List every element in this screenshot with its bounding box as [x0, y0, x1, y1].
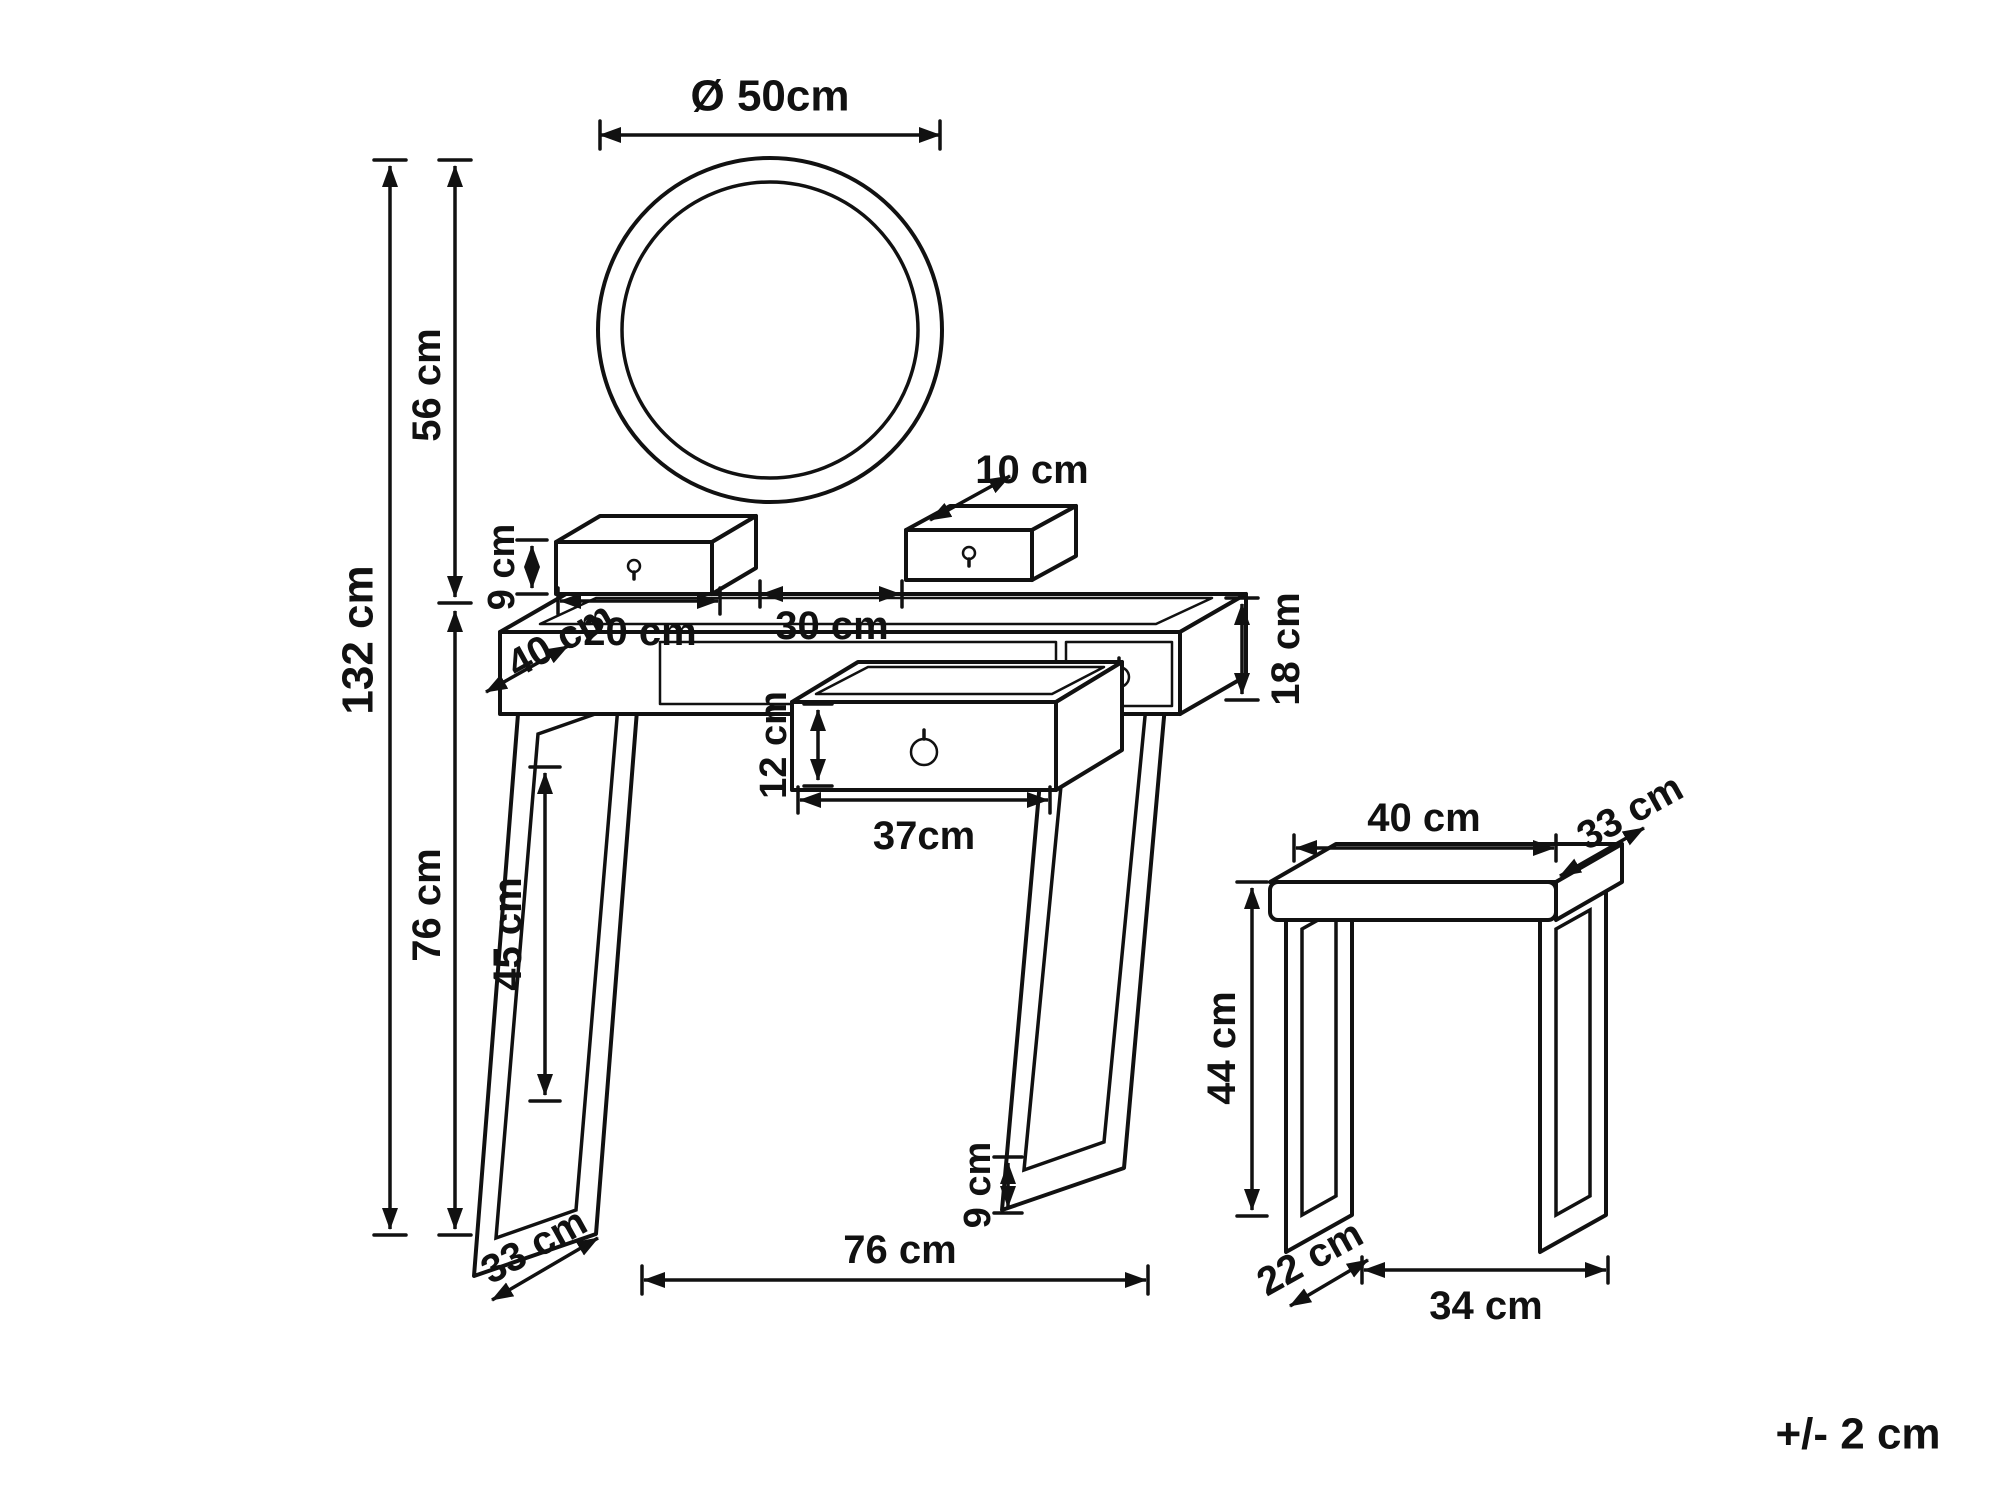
label-leg-clear-height: 45 cm: [486, 877, 530, 990]
dim-line-base-depth: [491, 1236, 599, 1302]
label-stool-height: 44 cm: [1200, 991, 1244, 1104]
left-top-box-front: [554, 540, 714, 596]
label-apron-height: 18 cm: [1264, 592, 1308, 705]
dim-line-table-depth: [485, 644, 569, 694]
label-top-box-depth: 10 cm: [975, 448, 1088, 492]
label-base-width: 76 cm: [843, 1228, 956, 1272]
label-mirror-gap: 30 cm: [775, 604, 888, 648]
dim-line-stool-base-depth: [1289, 1258, 1369, 1308]
right-top-box-side: [1030, 504, 1078, 582]
open-drawer-inner: [814, 665, 1106, 696]
stool-seat-front: [1268, 880, 1558, 922]
label-stool-base-width: 34 cm: [1429, 1284, 1542, 1328]
label-left-box-width: 20 cm: [583, 610, 696, 654]
open-drawer-side: [1054, 660, 1124, 792]
label-base-rail-height: 9 cm: [957, 1142, 999, 1229]
label-stool-seat-depth: 33 cm: [1570, 765, 1691, 858]
left-top-box-side: [710, 514, 758, 596]
right-top-box-front: [904, 528, 1034, 582]
label-mirror-section-height: 56 cm: [405, 328, 449, 441]
stool-left-leg-frame-inner: [1300, 907, 1338, 1218]
label-drawer-width: 37cm: [873, 814, 975, 858]
label-top-box-height: 9 cm: [481, 524, 523, 611]
label-drawer-height: 12 cm: [753, 691, 795, 799]
dim-line-stool-seat-depth: [1559, 826, 1645, 878]
stool-right-leg-frame-inner: [1554, 907, 1592, 1218]
label-stool-seat-width: 40 cm: [1367, 796, 1480, 840]
label-mirror-diameter: Ø 50cm: [691, 72, 850, 121]
tolerance-note: +/- 2 cm: [1775, 1410, 1940, 1459]
dim-line-top-box-depth: [929, 474, 1011, 522]
mirror-glass: [620, 180, 920, 480]
label-total-height: 132 cm: [334, 565, 383, 714]
open-drawer-ring-pull: [909, 737, 939, 767]
open-drawer-front: [790, 700, 1058, 792]
label-underframe-height: 76 cm: [405, 848, 449, 961]
